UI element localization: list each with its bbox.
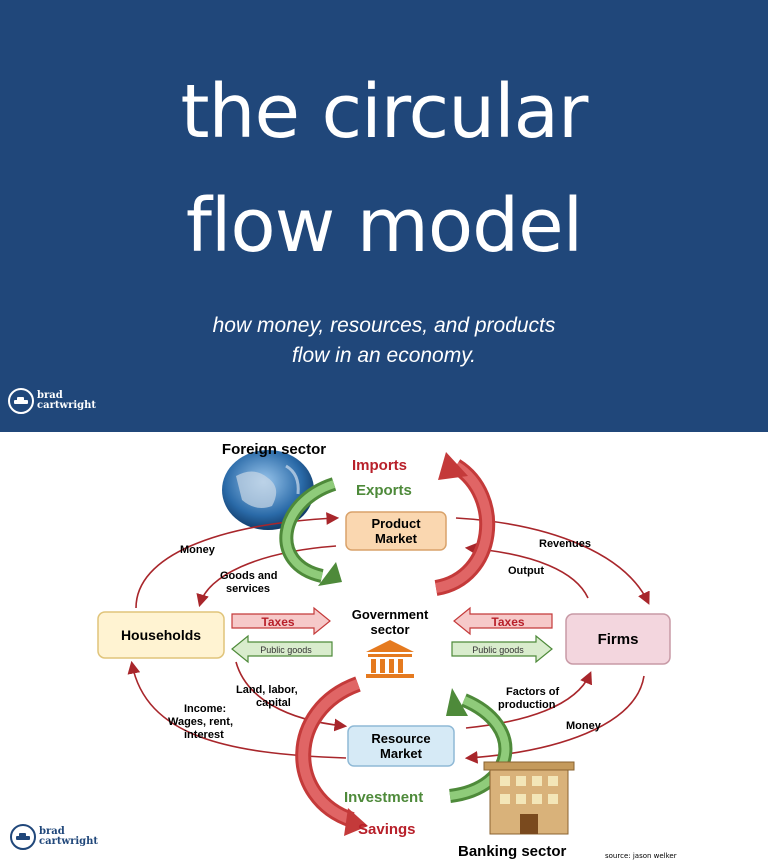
output-label: Output — [508, 565, 544, 577]
taxes-left-label: Taxes — [261, 615, 294, 629]
resource-market-box: Resource Market — [347, 725, 455, 767]
car-icon — [10, 824, 36, 850]
money-bottom-label: Money — [566, 720, 602, 732]
imports-label: Imports — [352, 457, 407, 474]
firms-label: Firms — [598, 631, 639, 648]
households-label: Households — [121, 627, 201, 643]
product-market-label-1: Product — [371, 516, 421, 531]
car-icon — [8, 388, 34, 414]
globe-icon — [222, 450, 314, 530]
taxes-right-label: Taxes — [491, 615, 524, 629]
income-label-2: Wages, rent, — [168, 716, 233, 728]
land-labor-capital-label-2: capital — [256, 697, 291, 709]
firms-box: Firms — [565, 613, 671, 665]
income-label-1: Income: — [184, 703, 226, 715]
goods-services-label-1: Goods and — [220, 570, 277, 582]
land-labor-capital-label-1: Land, labor, — [236, 684, 298, 696]
revenues-label: Revenues — [539, 538, 591, 550]
factors-production-label-1: Factors of — [506, 686, 560, 698]
logo-text-brad: brad — [37, 390, 63, 401]
product-market-box: Product Market — [345, 511, 447, 551]
resource-market-label-1: Resource — [371, 731, 430, 746]
subtitle-line-1: how money, resources, and products — [212, 314, 556, 337]
public-goods-left-label: Public goods — [260, 645, 312, 655]
circular-flow-diagram: Product Market Households Firms Resource… — [96, 436, 676, 862]
taxes-right-arrow: Taxes — [453, 606, 553, 636]
public-goods-right-label: Public goods — [472, 645, 524, 655]
resource-market-label-2: Market — [380, 746, 423, 761]
households-box: Households — [97, 611, 225, 659]
money-top-label: Money — [180, 544, 216, 556]
goods-services-label-2: services — [226, 583, 270, 595]
imports-arrow — [434, 452, 496, 596]
banking-sector-label: Banking sector — [458, 843, 567, 860]
logo-text-brad: brad — [39, 826, 65, 837]
logo-text-cartwright: cartwright — [37, 400, 97, 411]
foreign-sector-label: Foreign sector — [222, 441, 326, 458]
government-sector-label-2: sector — [370, 622, 409, 637]
government-building-icon — [366, 640, 414, 678]
public-goods-right-arrow: Public goods — [451, 634, 553, 664]
public-goods-left-arrow: Public goods — [231, 634, 333, 664]
page-title-line-2: flow model — [185, 183, 583, 269]
brand-logo-top: brad cartwright — [8, 388, 96, 414]
government-sector-label-1: Government — [352, 607, 429, 622]
product-market-label-2: Market — [375, 531, 418, 546]
investment-label: Investment — [344, 789, 423, 806]
exports-label: Exports — [356, 482, 412, 499]
bank-building-icon — [483, 761, 575, 835]
taxes-left-arrow: Taxes — [231, 606, 331, 636]
income-label-3: interest — [184, 729, 224, 741]
exports-arrow — [279, 477, 342, 586]
subtitle-line-2: flow in an economy. — [291, 344, 477, 367]
logo-text-cartwright: cartwright — [39, 836, 99, 847]
brand-logo-bottom: brad cartwright — [10, 824, 98, 850]
factors-production-label-2: production — [498, 699, 556, 711]
source-credit: source: jason welker — [605, 852, 677, 860]
title-banner: the circular flow model how money, resou… — [0, 0, 768, 432]
investment-arrow — [446, 688, 513, 803]
savings-label: Savings — [358, 821, 416, 838]
page-title-line-1: the circular — [180, 69, 589, 155]
savings-arrow — [295, 676, 368, 836]
